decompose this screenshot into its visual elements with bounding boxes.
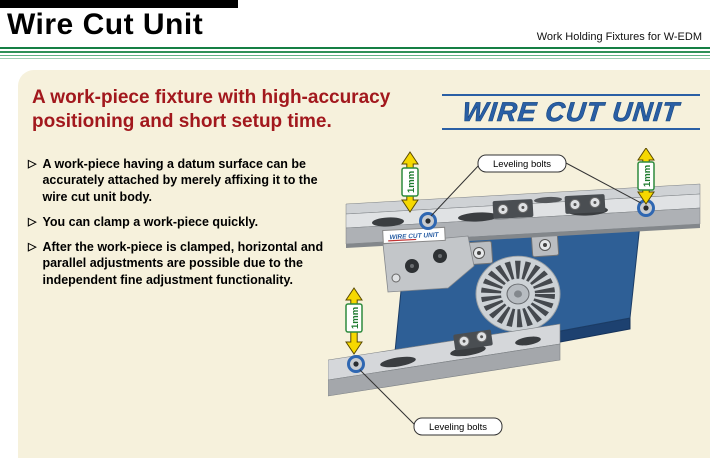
lower-rail: [328, 323, 561, 397]
triangle-bullet-icon: ▷: [28, 158, 37, 170]
left-clamp-arm: [382, 235, 475, 293]
leveling-bolt: [347, 355, 365, 373]
feature-bullet-list: ▷ A work-piece having a datum surface ca…: [28, 156, 342, 297]
triangle-bullet-icon: ▷: [28, 215, 37, 228]
logo-text: WIRE CUT UNIT: [460, 97, 682, 128]
rail-clamp: [564, 194, 606, 214]
list-item: ▷ You can clamp a work-piece quickly.: [28, 214, 342, 230]
green-stripe-divider: [0, 47, 710, 62]
callout-label: Leveling bolts: [429, 422, 487, 433]
triangle-bullet-icon: ▷: [28, 241, 37, 253]
header-subtitle: Work Holding Fixtures for W-EDM: [536, 31, 702, 43]
dimension-arrow-right: 1mm: [637, 148, 655, 205]
logo-bottom-line: [442, 128, 700, 130]
list-item: ▷ After the work-piece is clamped, horiz…: [28, 239, 342, 288]
dimension-label: 1mm: [406, 171, 417, 193]
top-black-bar: [0, 0, 238, 8]
dimension-arrow-bottom: 1mm: [345, 287, 363, 355]
rail-clamp: [453, 329, 493, 351]
heading-line-1: A work-piece fixture with high-accuracy: [32, 87, 391, 108]
bullet-text: You can clamp a work-piece quickly.: [42, 214, 259, 229]
bullet-text: A work-piece having a datum surface can …: [42, 157, 318, 204]
callout-leveling-bolts-top: Leveling bolts: [430, 154, 642, 217]
bullet-text: After the work-piece is clamped, horizon…: [42, 240, 324, 287]
content-panel: A work-piece fixture with high-accuracy …: [18, 70, 710, 458]
page-title: Wire Cut Unit: [7, 8, 204, 41]
logo-top-line: [442, 94, 700, 96]
dimension-label: 1mm: [642, 165, 653, 187]
list-item: ▷ A work-piece having a datum surface ca…: [28, 156, 342, 205]
fixture-illustration: WIRE CUT UNIT Leveling bolts: [328, 148, 701, 436]
plate-clamp: [530, 232, 560, 258]
section-heading: A work-piece fixture with high-accuracy …: [32, 86, 390, 134]
leveling-bolt: [419, 212, 437, 230]
heading-line-2: positioning and short setup time.: [32, 110, 332, 132]
dimension-label: 1mm: [350, 307, 361, 329]
callout-label: Leveling bolts: [493, 159, 551, 170]
wire-cut-unit-logo: WIRE CUT UNIT: [442, 94, 700, 130]
dimension-arrow-left: 1mm: [401, 151, 419, 213]
sunburst-pattern: [475, 255, 561, 333]
brand-sticker: WIRE CUT UNIT: [382, 226, 446, 245]
rail-clamp: [492, 199, 534, 219]
callout-leveling-bolts-bottom: Leveling bolts: [359, 369, 503, 436]
sticker-text: WIRE CUT UNIT: [389, 232, 439, 242]
